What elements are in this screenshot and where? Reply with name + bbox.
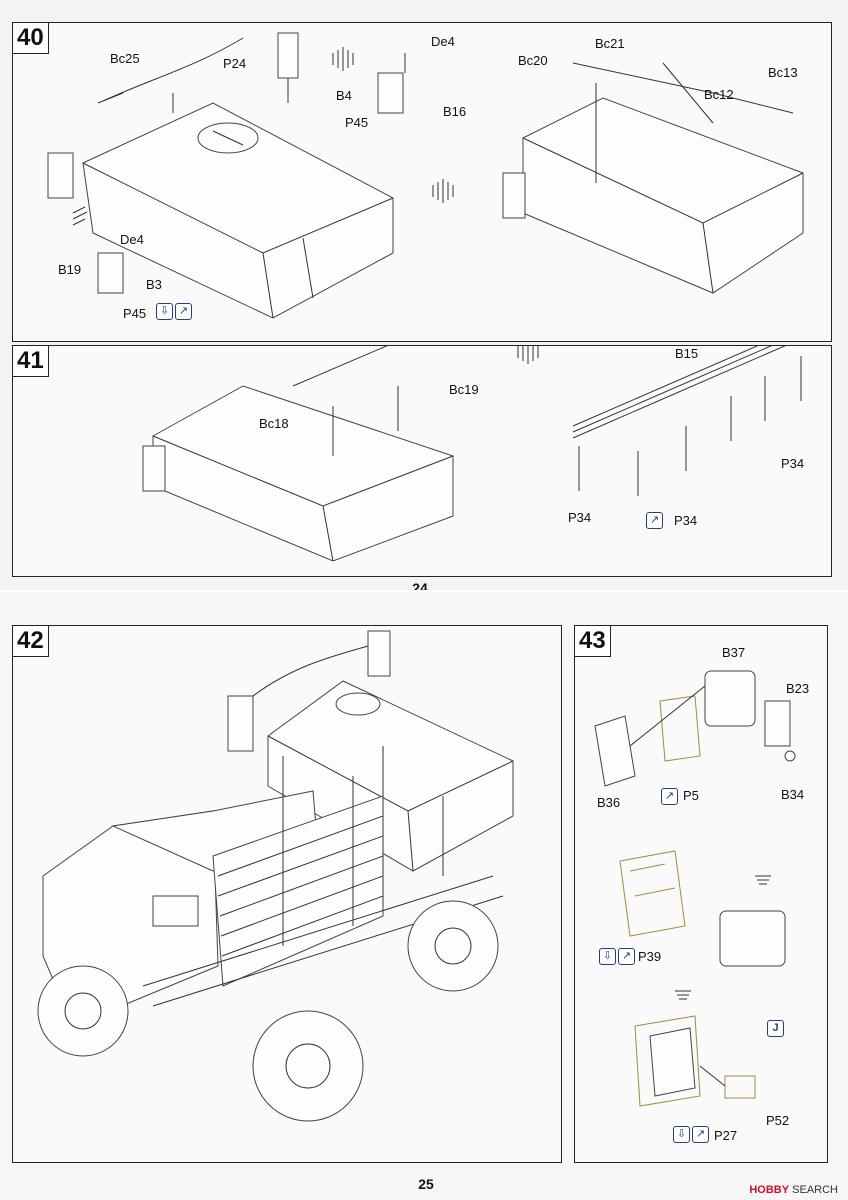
label-p24: P24: [223, 56, 247, 71]
bend-icon: ↗: [646, 512, 663, 529]
bend-icon: ↗: [618, 948, 635, 965]
label-b15: B15: [675, 346, 699, 361]
label-bc13: Bc13: [768, 65, 798, 80]
label-b19: B19: [58, 262, 82, 277]
label-p27: P27: [714, 1128, 738, 1143]
label-p45-top: P45: [345, 115, 369, 130]
label-b23: B23: [786, 681, 810, 696]
watermark-text: SEARCH: [792, 1184, 838, 1196]
page-number-25: 25: [418, 1176, 434, 1192]
watermark: HOBBY SEARCH: [749, 1184, 838, 1196]
label-p34-right: P34: [781, 456, 805, 471]
reference-j-icon: J: [767, 1020, 784, 1037]
step-43-number: 43: [575, 626, 611, 657]
watermark-logo: HOBBY: [749, 1184, 790, 1196]
label-b36: B36: [597, 795, 621, 810]
step-41-number: 41: [13, 346, 49, 377]
step-42-number: 42: [13, 626, 49, 657]
label-bc19: Bc19: [449, 382, 479, 397]
step-40-drawing: [47, 32, 804, 319]
bend-icon: ↗: [692, 1126, 709, 1143]
label-bc25: Bc25: [110, 51, 140, 66]
step-43-panel: 43 B37 B23 B36 ↗ P5 B34 ⇩: [574, 625, 828, 1163]
bend-icon: ↗: [175, 303, 192, 320]
page-25: 42: [0, 592, 848, 1200]
step-40-panel: 40: [12, 22, 832, 342]
label-de4-top: De4: [431, 34, 455, 49]
step-41-drawing: [142, 346, 802, 562]
label-bc12: Bc12: [704, 87, 734, 102]
label-bc21: Bc21: [595, 36, 625, 51]
label-p34-left: P34: [568, 510, 592, 525]
label-p45-bottom: P45: [123, 306, 147, 321]
label-p52: P52: [766, 1113, 790, 1128]
label-b4: B4: [336, 88, 352, 103]
label-bc18: Bc18: [259, 416, 289, 431]
label-bc20: Bc20: [518, 53, 548, 68]
label-p5: P5: [683, 788, 699, 803]
label-b16: B16: [443, 104, 467, 119]
step-43-drawing: [594, 670, 796, 1107]
step-42-drawing: [37, 630, 514, 1122]
fold-down-icon: ⇩: [599, 948, 616, 965]
step-42-panel: 42: [12, 625, 562, 1163]
label-p39: P39: [638, 949, 662, 964]
page-24: 40: [0, 0, 848, 596]
bend-icon: ↗: [661, 788, 678, 805]
fold-down-icon: ⇩: [156, 303, 173, 320]
label-b34: B34: [781, 787, 805, 802]
step-40-number: 40: [13, 23, 49, 54]
label-p34-middle: P34: [674, 513, 698, 528]
fold-down-icon: ⇩: [673, 1126, 690, 1143]
step-41-panel: 41 Bc19 Bc18 B15 P34 P34 P34 ↗: [12, 345, 832, 577]
label-de4-bottom: De4: [120, 232, 144, 247]
label-b37: B37: [722, 645, 746, 660]
label-b3: B3: [146, 277, 162, 292]
